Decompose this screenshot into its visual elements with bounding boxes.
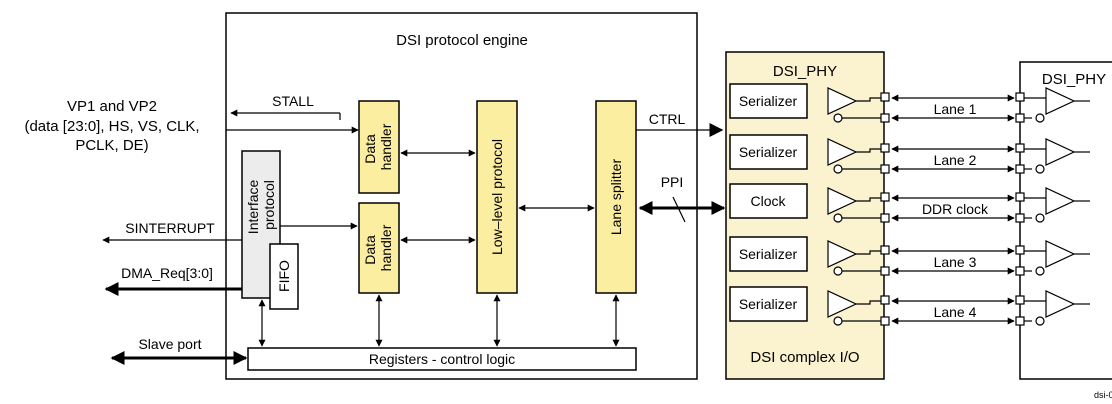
dsi-phy-right-box	[1019, 61, 1112, 380]
pad-r1b	[1015, 113, 1025, 123]
driver-2-bubble	[833, 164, 843, 174]
pad-l4b	[880, 266, 890, 276]
data-handler-top-line2: handler	[378, 123, 394, 170]
figure-id: dsi-0	[1094, 390, 1112, 400]
driver-5-icon	[827, 290, 858, 318]
data-handler-bottom-line1: Data	[362, 235, 378, 265]
data-handler-top	[358, 100, 400, 194]
interface-protocol-line2: protocol	[261, 180, 277, 230]
driver-3-bubble	[833, 213, 843, 223]
receiver-1-bubble	[1035, 113, 1045, 123]
pad-l3b	[880, 213, 890, 223]
data-handler-bottom-line2: handler	[378, 224, 394, 271]
phy-block-2	[729, 134, 808, 170]
lane-splitter-block	[595, 100, 637, 294]
lane-3-label: Lane 3	[934, 254, 977, 270]
sinterrupt-label: SINTERRUPT	[125, 220, 215, 236]
slave-port-label: Slave port	[138, 336, 201, 352]
vp-label-line1: VP1 and VP2	[67, 98, 157, 115]
data-handler-bottom	[358, 202, 400, 294]
phy-block-5-label: Serializer	[739, 296, 798, 312]
pad-l2b	[880, 164, 890, 174]
stall-label: STALL	[272, 93, 314, 109]
lane-1-label: Lane 1	[934, 101, 977, 117]
ddr-clock-label: DDR clock	[922, 201, 989, 217]
data-handler-bottom-label: Data handler	[362, 224, 394, 271]
driver-5-wire	[856, 300, 885, 305]
pad-r2a	[1015, 143, 1025, 153]
pad-r3a	[1015, 192, 1025, 202]
fifo-label: FIFO	[276, 260, 292, 292]
pad-l5a	[880, 295, 890, 305]
receiver-2-icon	[1045, 138, 1076, 166]
phy-block-4	[729, 236, 808, 272]
registers-control-logic-block	[247, 347, 637, 371]
dsi-phy-right-title: DSI_PHY	[1042, 71, 1106, 88]
pad-l1a	[880, 92, 890, 102]
interface-protocol-label: Interface protocol	[245, 176, 277, 234]
receiver-3-icon	[1045, 187, 1076, 215]
interface-protocol-line1: Interface	[245, 179, 261, 234]
pad-r2b	[1015, 164, 1025, 174]
dsi-phy-left-title: DSI_PHY	[773, 63, 837, 80]
dsi-protocol-engine-title: DSI protocol engine	[396, 32, 528, 49]
pad-r4b	[1015, 266, 1025, 276]
right-receivers	[1015, 87, 1090, 326]
driver-1-icon	[827, 87, 858, 115]
lane-4-label: Lane 4	[934, 304, 977, 320]
receiver-1-icon	[1045, 87, 1076, 115]
pad-l4a	[880, 245, 890, 255]
pad-r5a	[1015, 295, 1025, 305]
driver-4-wire	[856, 250, 885, 255]
pad-l3a	[880, 192, 890, 202]
pad-l5b	[880, 316, 890, 326]
data-handler-top-label: Data handler	[362, 123, 394, 170]
phy-block-1-label: Serializer	[739, 93, 798, 109]
phy-block-1	[729, 83, 808, 119]
driver-3-icon	[827, 187, 858, 215]
receiver-5-icon	[1045, 290, 1076, 318]
lane-links: Lane 1 Lane 2 DDR clock Lane 3 Lane 4	[891, 94, 1015, 325]
pad-l2a	[880, 143, 890, 153]
registers-control-logic-label: Registers - control logic	[369, 351, 515, 367]
pad-r1a	[1015, 92, 1025, 102]
lane-splitter-label: Lane splitter	[608, 159, 624, 236]
dsi-complex-io-label: DSI complex I/O	[750, 349, 859, 366]
driver-1-wire	[856, 97, 885, 102]
vp-label-line2: (data [23:0], HS, VS, CLK,	[24, 118, 199, 135]
pad-l1b	[880, 113, 890, 123]
phy-block-4-label: Serializer	[739, 246, 798, 262]
driver-2-icon	[827, 138, 858, 166]
fifo-block	[269, 243, 299, 310]
driver-4-bubble	[833, 266, 843, 276]
low-level-protocol-label: Low–level protocol	[489, 139, 505, 255]
driver-3-wire	[856, 197, 885, 202]
driver-5-bubble	[833, 316, 843, 326]
pad-r3b	[1015, 213, 1025, 223]
phy-serializer-blocks: Serializer Serializer Clock Serializer S…	[729, 83, 808, 322]
ctrl-label: CTRL	[649, 111, 686, 127]
phy-block-3	[729, 183, 808, 219]
dma-req-label: DMA_Req[3:0]	[121, 265, 213, 281]
driver-2-wire	[856, 148, 885, 153]
data-handler-top-line1: Data	[362, 134, 378, 164]
receiver-2-bubble	[1035, 164, 1045, 174]
lane-2-label: Lane 2	[934, 152, 977, 168]
receiver-3-bubble	[1035, 213, 1045, 223]
pad-r5b	[1015, 316, 1025, 326]
receiver-4-icon	[1045, 240, 1076, 268]
left-drivers	[827, 87, 890, 326]
receiver-4-bubble	[1035, 266, 1045, 276]
low-level-protocol-block	[476, 100, 518, 294]
driver-4-icon	[827, 240, 858, 268]
pad-r4a	[1015, 245, 1025, 255]
ppi-label: PPI	[661, 174, 684, 190]
vp-label-line3: PCLK, DE)	[75, 137, 148, 154]
receiver-5-bubble	[1035, 316, 1045, 326]
phy-block-5	[729, 286, 808, 322]
phy-block-2-label: Serializer	[739, 144, 798, 160]
ppi-bus-slash	[672, 196, 686, 223]
phy-block-3-label: Clock	[750, 193, 786, 209]
driver-1-bubble	[833, 113, 843, 123]
